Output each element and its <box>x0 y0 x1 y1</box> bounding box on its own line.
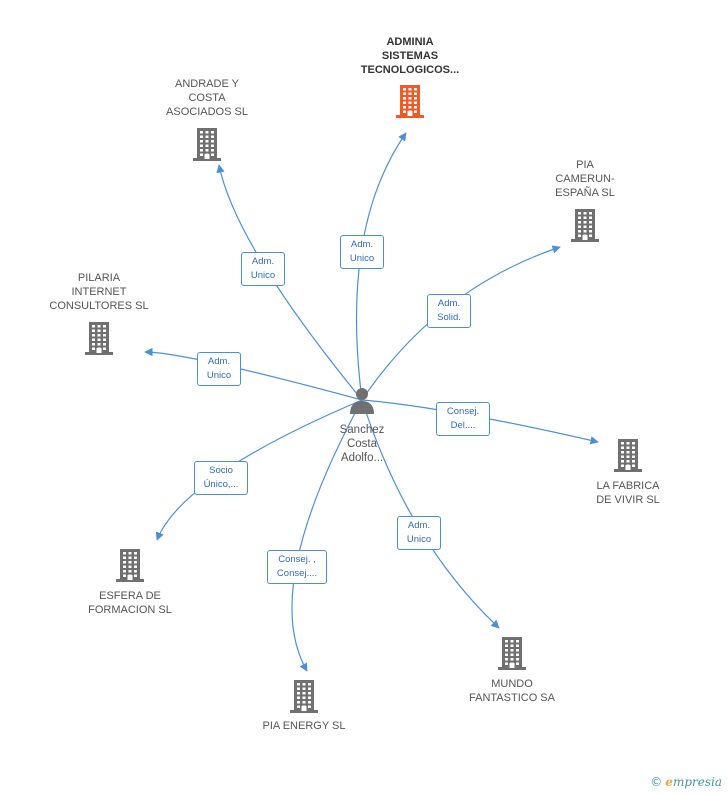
role-badge-pia-energy[interactable]: Consej. , Consej.... <box>267 550 327 584</box>
building-icon <box>396 85 424 118</box>
company-mundo-label[interactable]: MUNDO FANTASTICO SA <box>469 678 555 704</box>
company-esfera-label[interactable]: ESFERA DE FORMACION SL <box>88 590 172 616</box>
copyright-symbol: © <box>650 775 663 789</box>
building-icon <box>116 549 144 582</box>
company-pia-energy-label[interactable]: PIA ENERGY SL <box>262 720 346 732</box>
company-adminia-node[interactable] <box>395 85 425 124</box>
edge-esfera <box>155 399 363 541</box>
role-badge-pia-camerun[interactable]: Adm. Solid. <box>427 294 471 328</box>
building-icon <box>290 680 318 713</box>
company-mundo-node[interactable] <box>497 637 527 676</box>
company-andrade-label[interactable]: ANDRADE Y COSTA ASOCIADOS SL <box>166 78 248 118</box>
footer-brand[interactable]: ©empresia <box>650 775 722 789</box>
building-icon <box>571 209 599 242</box>
company-pia-camerun-node[interactable] <box>570 209 600 248</box>
brand-name: mpresia <box>672 775 722 789</box>
company-fabrica-node[interactable] <box>613 439 643 478</box>
company-pilaria-node[interactable] <box>84 322 114 361</box>
role-badge-adminia[interactable]: Adm. Unico <box>340 235 384 269</box>
role-badge-andrade[interactable]: Adm. Unico <box>241 252 285 286</box>
company-adminia-label[interactable]: ADMINIA SISTEMAS TECNOLOGICOS... <box>360 36 460 76</box>
brand-e: e <box>665 775 673 789</box>
company-pilaria-label[interactable]: PILARIA INTERNET CONSULTORES SL <box>49 272 149 312</box>
building-icon <box>614 439 642 472</box>
company-andrade-node[interactable] <box>192 128 222 167</box>
company-pia-camerun-label[interactable]: PIA CAMERUN- ESPAÑA SL <box>555 159 615 199</box>
building-icon <box>85 322 113 355</box>
building-icon <box>498 637 526 670</box>
role-badge-mundo[interactable]: Adm. Unico <box>397 516 441 550</box>
role-badge-esfera[interactable]: Socio Único,... <box>194 461 248 495</box>
company-pia-energy-node[interactable] <box>289 680 319 719</box>
person-name-label[interactable]: Sanchez Costa Adolfo... <box>339 424 385 464</box>
building-icon <box>193 128 221 161</box>
person-icon[interactable] <box>348 386 376 419</box>
company-esfera-node[interactable] <box>115 549 145 588</box>
company-fabrica-label[interactable]: LA FABRICA DE VIVIR SL <box>596 480 660 506</box>
role-badge-fabrica[interactable]: Consej. Del.... <box>436 402 490 436</box>
role-badge-pilaria[interactable]: Adm. Unico <box>197 352 241 386</box>
